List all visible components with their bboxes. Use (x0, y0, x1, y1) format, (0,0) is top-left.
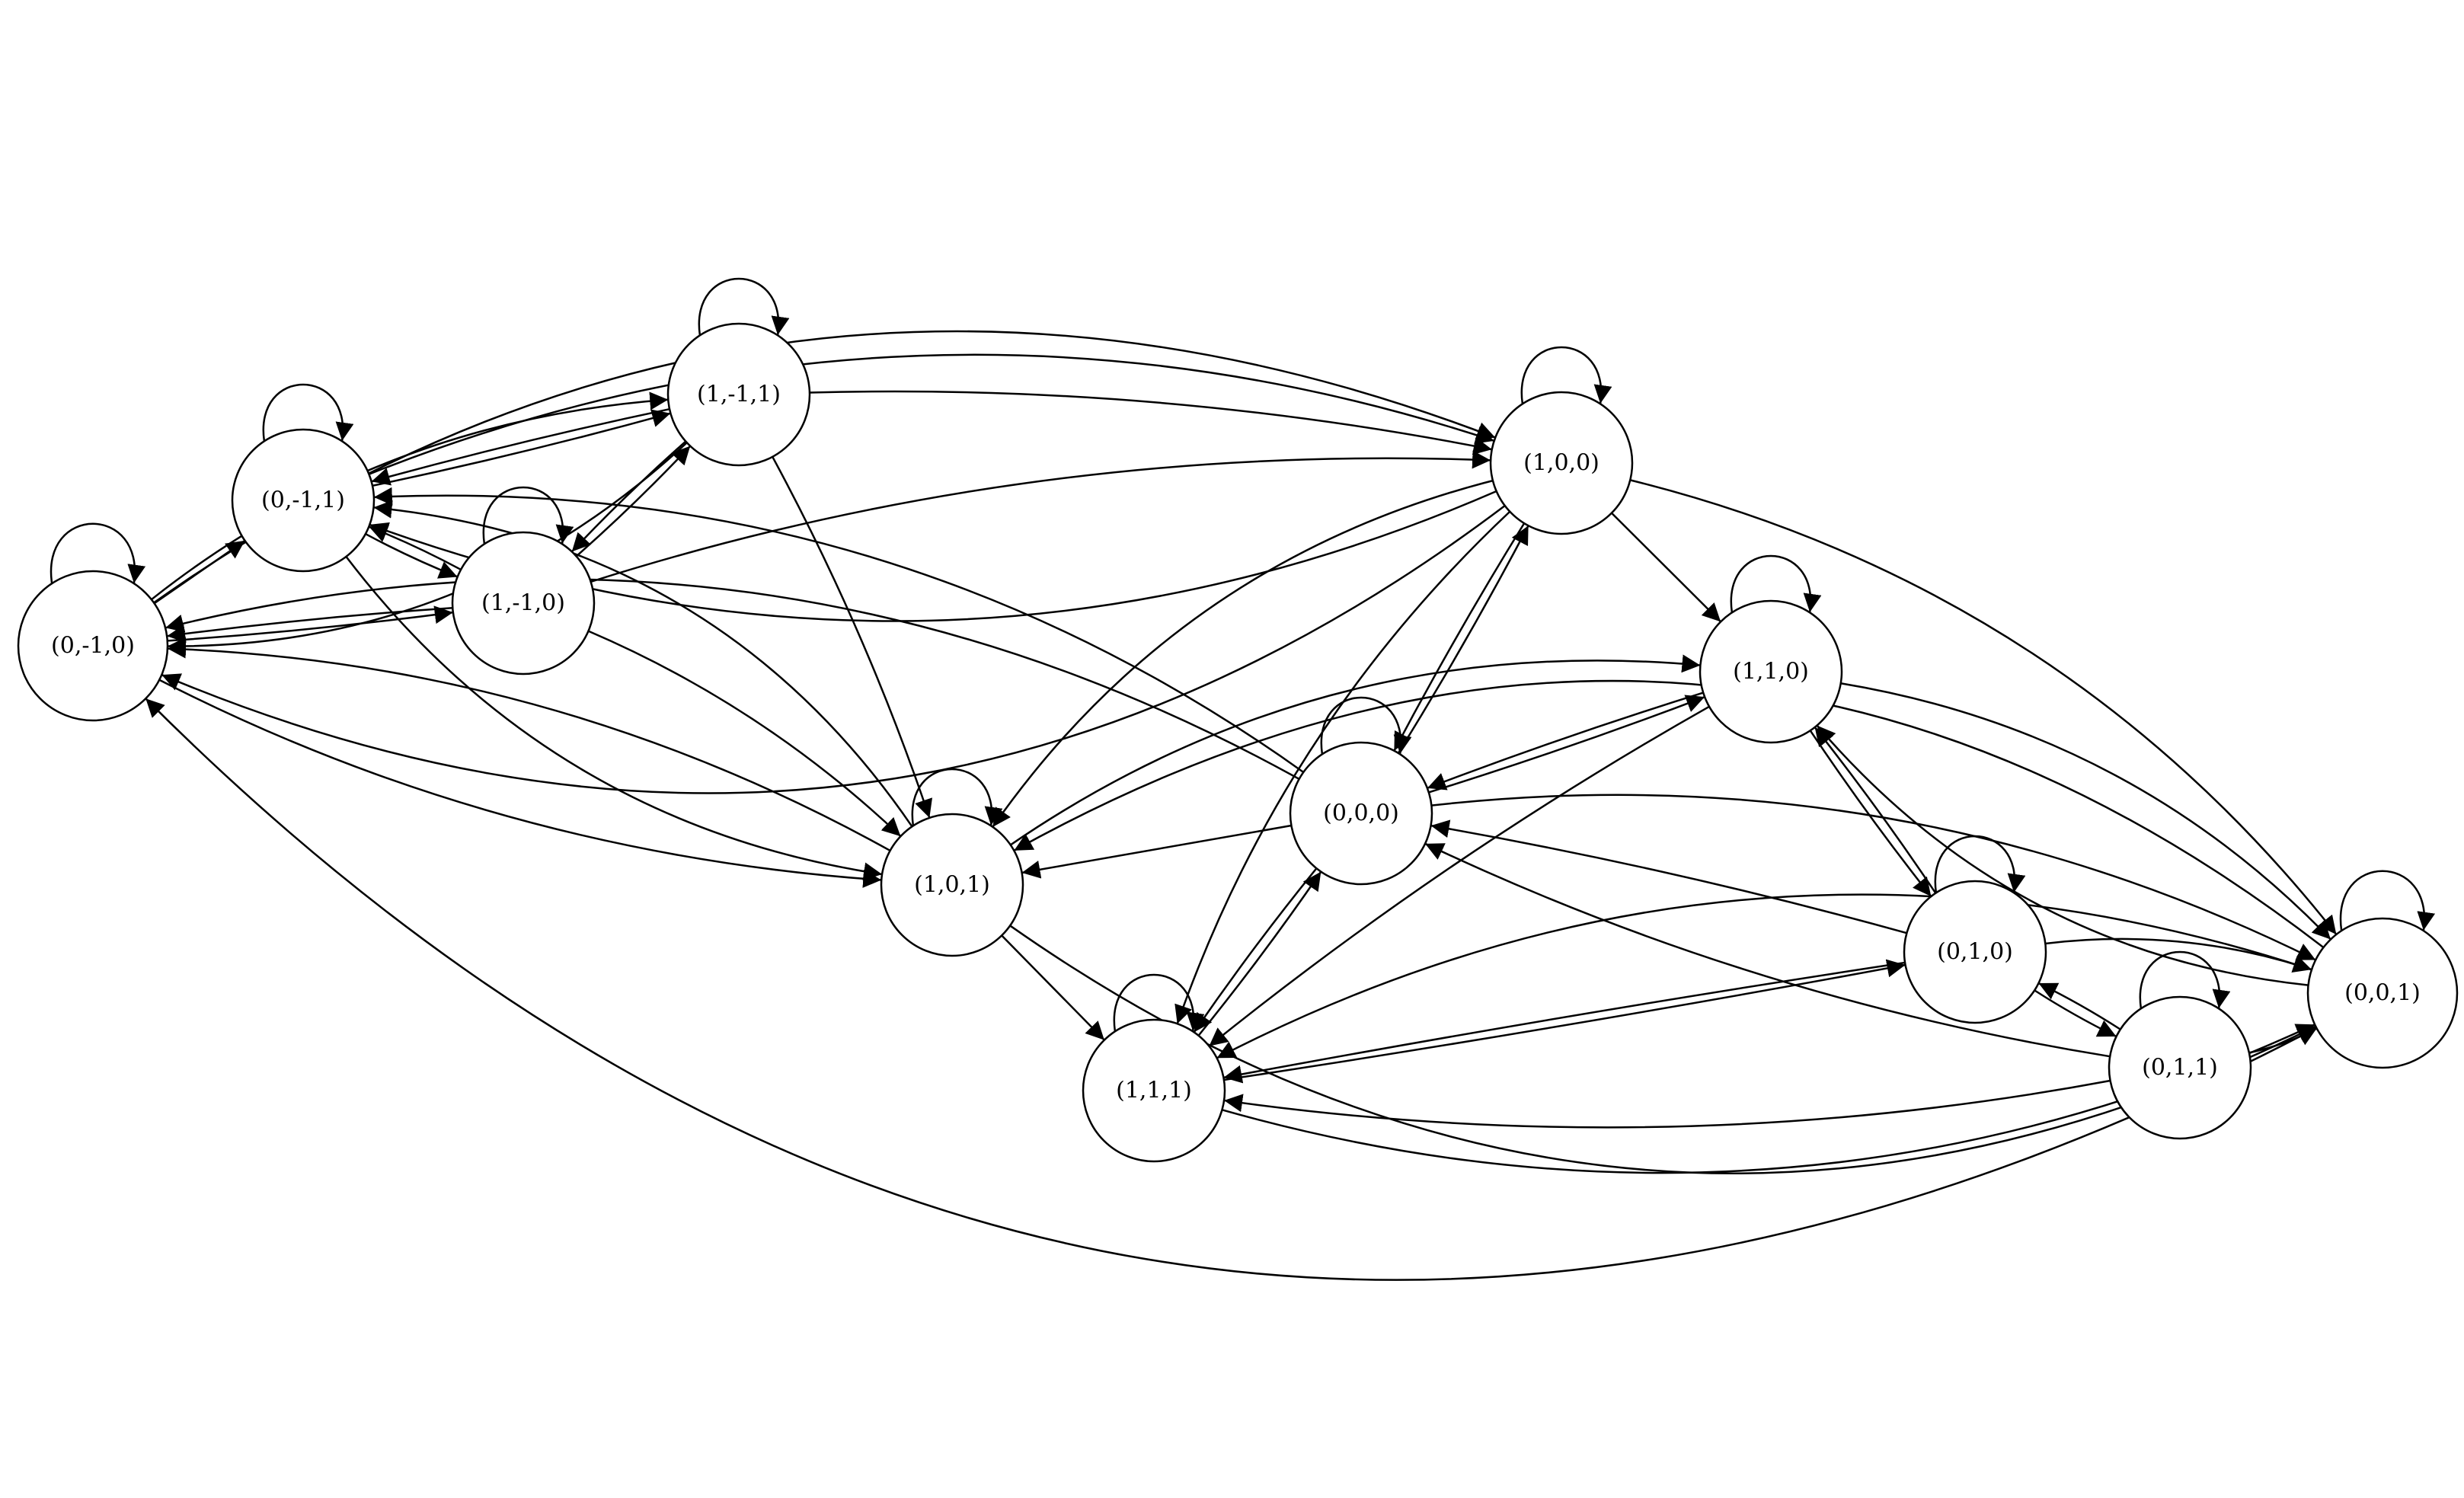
node-label: (0,1,0) (1937, 939, 2013, 966)
edge-100-to-000 (1393, 522, 1526, 752)
edge-111-to-010 (1223, 959, 1906, 1081)
edge-000-to-101 (1021, 824, 1292, 879)
edge-1m11-to-100 (809, 390, 1492, 455)
edge-100-to-101 (992, 479, 1494, 828)
edge-000-to-0m11 (373, 487, 1305, 773)
node-label: (1,1,1) (1116, 1078, 1192, 1104)
node-111[interactable]: (1,1,1) (1082, 1018, 1226, 1163)
edge-0m10-to-0m10 (50, 522, 146, 583)
edge-001-to-001 (2339, 870, 2436, 931)
node-0m10[interactable]: (0,-1,0) (17, 570, 169, 722)
node-001[interactable]: (0,0,1) (2306, 917, 2459, 1069)
node-label: (1,-1,1) (697, 382, 781, 408)
edge-100-to-0m10 (161, 505, 1506, 794)
edge-010-to-000 (1430, 819, 1907, 934)
edge-011-to-010 (2037, 982, 2121, 1030)
edge-001-to-101 (1013, 679, 2325, 949)
edge-100-to-001 (1629, 479, 2338, 935)
node-label: (0,0,0) (1323, 800, 1399, 827)
edge-1m11-to-101 (772, 456, 933, 819)
edge-100-to-100 (1520, 346, 1612, 404)
node-label: (0,0,1) (2344, 980, 2421, 1007)
edge-011-to-000 (1424, 842, 2111, 1058)
edge-110-to-010 (1809, 730, 1932, 897)
node-label: (1,1,0) (1733, 659, 1809, 685)
edge-1m11-to-1m11 (698, 277, 790, 336)
edge-100-to-110 (1610, 512, 1722, 623)
edge-010-to-011 (2034, 989, 2117, 1038)
edge-1m10-to-100 (590, 450, 1491, 583)
edge-0m10-to-1m10 (167, 605, 453, 642)
edge-111-to-000 (1197, 870, 1322, 1036)
edge-0m10-to-101 (158, 679, 882, 888)
nodes-layer: (0,-1,0) (0,-1,1) (1,-1,1) (1,-1,0) (1,0… (17, 322, 2459, 1163)
edge-001-to-111 (1216, 893, 2312, 1059)
node-101[interactable]: (1,0,1) (880, 813, 1024, 957)
edge-1m11-to-0m11 (371, 407, 670, 486)
node-label: (1,-1,0) (481, 590, 565, 617)
edge-000-to-000 (1320, 696, 1412, 755)
edge-110-to-110 (1730, 554, 1822, 613)
edge-101-to-111 (1001, 934, 1105, 1041)
edge-1m11-to-1m10 (570, 440, 687, 553)
edge-010-to-111 (1223, 961, 1906, 1084)
node-label: (0,-1,1) (261, 487, 345, 514)
edge-011-to-111 (1223, 1079, 2111, 1129)
edge-0m11-to-101 (345, 556, 883, 881)
edge-110-to-001 (1840, 682, 2331, 941)
edge-1m10-to-1m10 (482, 486, 574, 545)
node-1m11[interactable]: (1,-1,1) (666, 322, 811, 467)
edge-000-to-110 (1428, 695, 1705, 794)
node-011[interactable]: (0,1,1) (2108, 995, 2252, 1140)
edge-000-to-100 (1397, 525, 1529, 754)
edge-010-to-001 (2045, 937, 2312, 973)
node-0m11[interactable]: (0,-1,1) (231, 428, 376, 573)
edge-000-to-0m10 (165, 578, 1300, 781)
edge-110-to-000 (1427, 692, 1704, 791)
edge-1m10-to-0m11 (368, 525, 462, 571)
edge-101-to-101 (911, 768, 1003, 826)
node-label: (0,-1,0) (51, 633, 135, 660)
edge-101-to-0m11 (373, 500, 913, 827)
edge-1m10-to-1m11 (575, 445, 692, 557)
edge-011-to-011 (2139, 950, 2231, 1009)
edge-100-to-111 (1174, 510, 1511, 1024)
node-110[interactable]: (1,1,0) (1699, 599, 1843, 744)
edge-001-to-0m10 (145, 698, 2317, 1281)
edge-101-to-0m10 (167, 640, 891, 852)
edge-1m10-to-101 (587, 630, 902, 837)
edge-110-to-111 (1208, 705, 1710, 1047)
edge-011-to-001 (2248, 1027, 2318, 1054)
edge-0m11-to-0m11 (262, 383, 354, 442)
edge-101-to-110 (1010, 654, 1701, 846)
edge-010-to-110 (1814, 727, 1937, 894)
node-1m10[interactable]: (1,-1,0) (451, 531, 596, 676)
edge-1m10-to-0m10 (167, 606, 453, 644)
node-label: (0,1,1) (2142, 1055, 2218, 1081)
node-010[interactable]: (0,1,0) (1903, 880, 2047, 1024)
edge-0m11-to-1m11 (372, 409, 671, 487)
edges-layer (50, 277, 2436, 1281)
edge-000-to-001 (1431, 794, 2316, 961)
node-000[interactable]: (0,0,0) (1289, 741, 1433, 886)
node-label: (1,0,1) (914, 872, 990, 899)
edge-1m11-to-0m10 (167, 442, 688, 656)
edge-0m11-to-100 (368, 353, 1495, 475)
node-100[interactable]: (1,0,0) (1489, 391, 1634, 535)
node-label: (1,0,0) (1523, 450, 1600, 477)
edge-0m10-to-1m11 (151, 391, 669, 601)
edge-001-to-110 (1816, 724, 2309, 986)
edge-000-to-111 (1193, 867, 1318, 1033)
